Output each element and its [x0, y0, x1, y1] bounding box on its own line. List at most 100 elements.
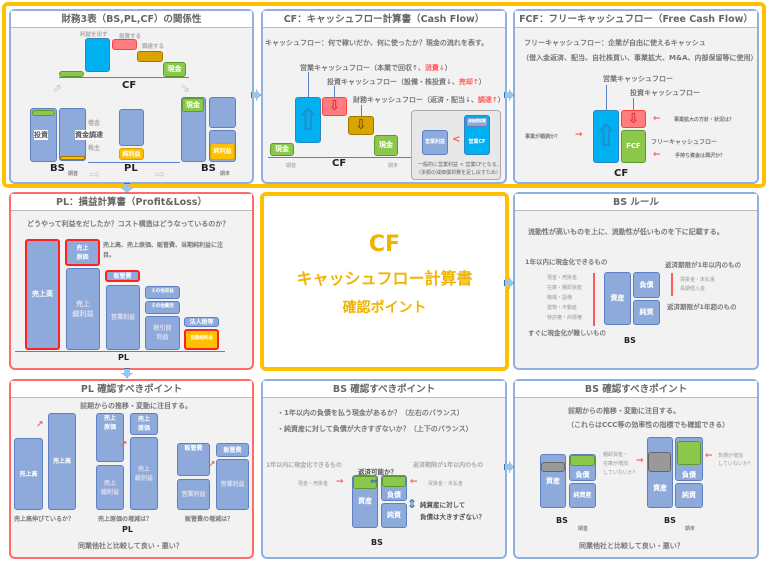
- label-repayable: 返済可能か？: [358, 468, 397, 476]
- arrow-left-icon: ←: [705, 451, 713, 461]
- center-title-cf: CF: [368, 232, 401, 257]
- pl-check-description: 前期からの推移・変動に注目する。: [80, 402, 192, 410]
- sales-box: 売上高: [25, 239, 60, 350]
- investing-cf-label: 投資キャッシュフロー（設備・株投資↓、売却↑）: [327, 77, 486, 87]
- cf-baseline: [268, 157, 500, 158]
- bs-start-period: 期首: [68, 171, 79, 177]
- panel-free-cash-flow: FCF：フリーキャッシュフロー（Free Cash Flow）: [513, 9, 759, 184]
- label-within-year: 1年以内に現金化できるもの: [266, 462, 343, 469]
- label-fundraising: 資金調達: [75, 130, 103, 140]
- label-within-year: 1年以内に現金化できるもの: [525, 258, 608, 266]
- question-liabilities: 負債が増加: [718, 453, 744, 459]
- operating-cf-text: 営業CF: [468, 138, 486, 145]
- text-red: 消費↓: [424, 64, 445, 72]
- investing-cf-label: 投資キャッシュフロー: [630, 89, 700, 97]
- connector-arrow-icon: [251, 89, 261, 101]
- bs-start-current-liab: [570, 455, 595, 466]
- text: 投資キャッシュフロー（設備・株投資↓、: [327, 78, 459, 86]
- connector-arrow-icon: [504, 461, 514, 473]
- center-title-sub: 確認ポイント: [342, 300, 427, 316]
- fcf-bar: FCF: [621, 130, 646, 163]
- bs-start-inventory: [541, 462, 565, 472]
- question-business: 事業が順調か？: [525, 134, 561, 140]
- text-red: 調達↑: [477, 96, 498, 104]
- other-income-box: その他収益: [145, 286, 180, 299]
- other-expense-box: その他費用: [145, 301, 180, 314]
- panel-bs-checkpoints-balance: BS 確認すべきポイント: [261, 379, 507, 559]
- increase-arrow-icon: ↗: [120, 440, 128, 450]
- operating-cf-bar: ⇧: [295, 97, 321, 143]
- bs-start-equity-strip: [60, 156, 85, 160]
- due-arrow-icon: [671, 273, 673, 296]
- pl-baseline: [88, 162, 180, 163]
- period-start: 期首: [578, 526, 589, 532]
- period-end: 期末: [388, 163, 399, 169]
- text: 営業キャッシュフロー（本業で回収↑、: [300, 64, 425, 72]
- question-inventory: 棚卸資産・: [603, 452, 629, 458]
- bs-end-cash: 現金: [182, 98, 204, 112]
- connector-arrow-icon: [504, 89, 514, 101]
- cash-start-bar: 現金: [270, 143, 294, 156]
- bs-start-equity: 純資産: [569, 483, 596, 508]
- financing-cf-label: 財務キャッシュフロー（返済・配当↓、調達↑）: [353, 95, 505, 105]
- flow-arrow-icon: ⇘: [180, 81, 191, 95]
- question-leverage-1: 純資産に対して: [420, 501, 466, 509]
- liquidity-arrow-icon: [593, 273, 595, 326]
- arrow-right-icon: →: [575, 130, 583, 140]
- fcf-uses: （借入金返済、配当、自社株買い、事業拡大、M&A、内部保留等に使用）: [522, 54, 758, 62]
- asset-item: 特許権・商標権: [547, 315, 583, 321]
- question-liabilities: していないか？: [718, 461, 753, 467]
- pl-box: [119, 109, 144, 146]
- panel-title: FCF：フリーキャッシュフロー（Free Cash Flow）: [515, 11, 757, 28]
- sales-curr: 売上高: [48, 413, 76, 510]
- question-inventory: していないか？: [603, 470, 638, 476]
- panel-title: PL 確認すべきポイント: [11, 381, 252, 398]
- label-debt: 借金: [88, 120, 101, 127]
- arrow-left-icon: ←: [653, 150, 661, 160]
- op-profit-prev: 営業利益: [177, 479, 210, 510]
- question-leverage-2: 負債は大きすぎない？: [420, 513, 485, 521]
- panel-title: BS 確認すべきポイント: [263, 381, 505, 398]
- liability-item: 買掛金・未払金: [680, 277, 716, 283]
- label-investment: 投資: [34, 130, 48, 140]
- arrow-left-icon: ←: [410, 477, 418, 487]
- pl-note: 売上高、売上原価、販管費、当期純利益に注: [103, 242, 224, 249]
- bs-assets: 資産: [604, 272, 631, 325]
- compare-peers: 同業他社と比較して良い・悪い？: [78, 542, 183, 550]
- label-due-over-year: 返済期限が1年超のもの: [667, 303, 737, 311]
- label-cash: 現金・売掛金: [298, 481, 329, 487]
- cash-end-bar: 現金: [374, 135, 398, 156]
- bullet-leverage: ・純資産に対して負債が大きすぎないか？（上下のバランス）: [277, 425, 473, 433]
- bs-end-equity: 純資: [675, 483, 703, 508]
- text: ）: [444, 64, 452, 72]
- fcf-label: フリーキャッシュフロー: [651, 139, 718, 146]
- pretax-profit-box: 税引前 利益: [145, 316, 180, 350]
- center-title-panel: CF キャッシュフロー計算書 確認ポイント: [260, 192, 509, 371]
- investing-cf-bar: [112, 39, 137, 50]
- label-earn: 利益を出す: [80, 32, 108, 38]
- leader-line: [334, 86, 335, 97]
- net-income-box: 当期純利益: [184, 329, 219, 350]
- leader-line: [308, 72, 309, 97]
- pl-label: PL: [122, 525, 133, 534]
- operating-cf-label: 営業キャッシュフロー: [603, 75, 673, 83]
- question-expansion: 事業拡大の方針・状況は？: [674, 117, 735, 123]
- label-invest: 投資する: [119, 34, 142, 40]
- asset-item: 機械・設備: [547, 295, 573, 301]
- less-than-sign: <: [452, 134, 461, 145]
- text: ）: [478, 78, 486, 86]
- text-red: 売却↑: [458, 78, 479, 86]
- sga-prev: 販管費: [177, 443, 210, 476]
- cf-baseline: [59, 77, 189, 78]
- cogs-box: 売上 原価: [65, 239, 100, 266]
- bs-label: BS: [624, 336, 636, 345]
- pl-label: PL: [118, 353, 129, 362]
- bs-equity: 純資: [381, 503, 407, 528]
- operating-cf-label: 営業キャッシュフロー（本業で回収↑、消費↓）: [300, 63, 452, 73]
- question-sga: 販管費の増減は？: [185, 516, 234, 523]
- leverage-arrow-icon: ⇕: [407, 497, 418, 511]
- label-raise: 調達する: [142, 44, 165, 50]
- cogs-prev: 売上 原価: [96, 413, 124, 462]
- flow-arrow-icon: ⇗: [52, 81, 63, 95]
- sales-prev: 売上高: [14, 438, 43, 510]
